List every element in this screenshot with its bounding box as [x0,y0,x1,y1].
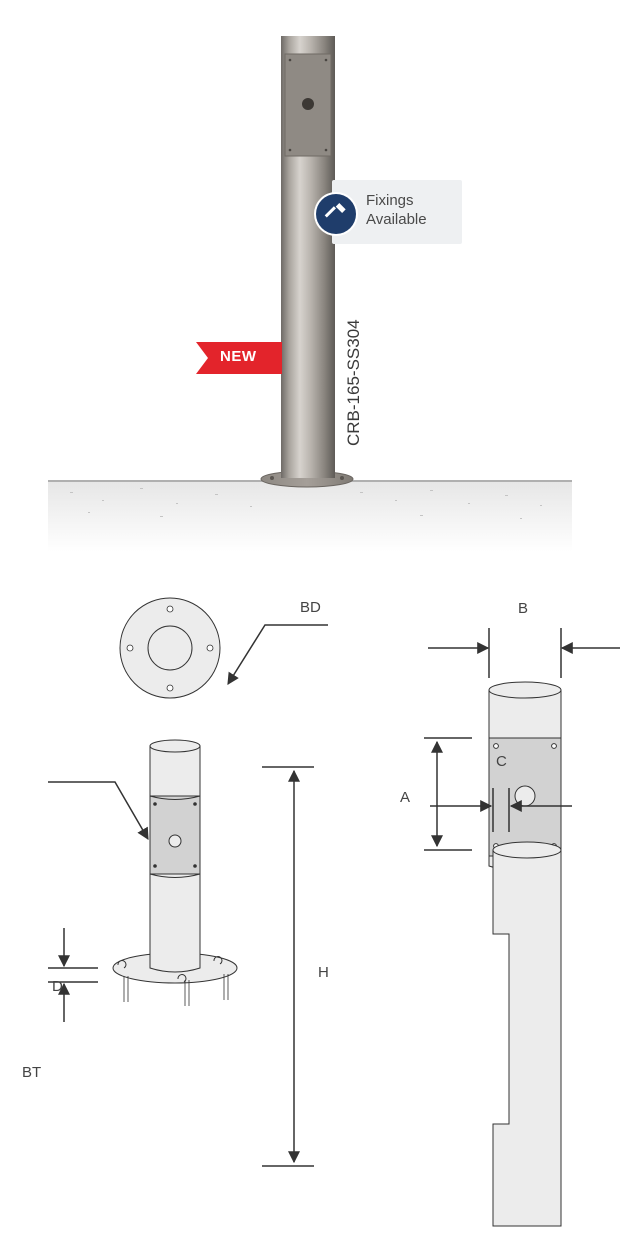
fixings-line2: Available [366,211,427,228]
product-code: CRB-165-SS304 [344,319,363,446]
panel-detail [424,628,620,873]
bd-leader [227,624,328,686]
label-b: B [518,600,529,617]
fixings-line1: Fixings [366,192,414,209]
keyhole [302,98,314,110]
label-a: A [400,789,411,806]
bollard-elevation [48,739,314,1167]
label-h: H [318,964,329,981]
bollard-photo [48,36,572,552]
top-view [119,597,328,699]
ground [48,480,572,552]
label-d: D [52,978,63,995]
technical-drawings [48,597,620,1227]
bolt-fixing-icon [316,194,356,234]
label-bd: BD [300,599,321,616]
new-badge [196,342,282,374]
label-c: C [496,753,507,770]
fixings-label: Fixings Available [366,191,458,229]
new-badge-label: NEW [220,348,257,365]
ground-speckles [70,488,542,519]
label-bt: BT [22,1064,42,1081]
wall-section [430,788,572,1227]
